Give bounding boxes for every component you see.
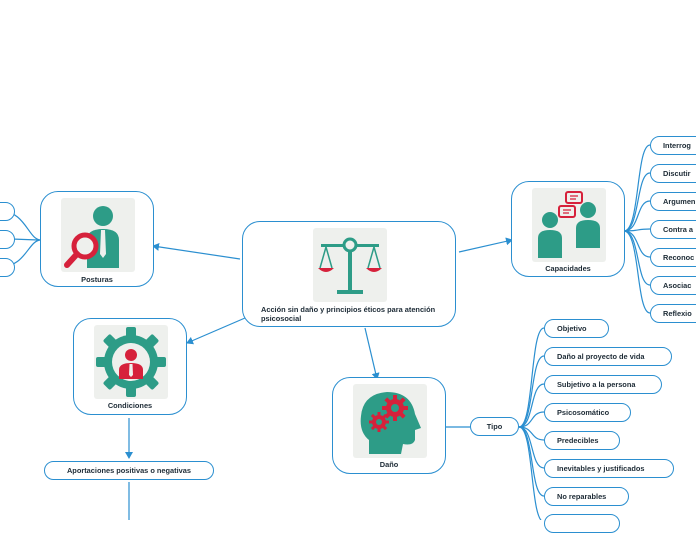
- capacidades-item-reconoc[interactable]: Reconoc: [650, 248, 696, 267]
- dano-item-psicosomatico[interactable]: Psicosomático: [544, 403, 631, 422]
- central-topic[interactable]: Acción sin daño y principios éticos para…: [242, 221, 456, 327]
- gear-person-icon: [94, 325, 168, 399]
- condiciones-child-aportaciones[interactable]: Aportaciones positivas o negativas: [44, 461, 214, 480]
- dano-tipo[interactable]: Tipo: [470, 417, 519, 436]
- capacidades-item-argumen[interactable]: Argumen: [650, 192, 696, 211]
- dano-item-subjetivo[interactable]: Subjetivo a la persona: [544, 375, 662, 394]
- dano-label: Daño: [379, 460, 399, 469]
- capacidades-item-discutir[interactable]: Discutir: [650, 164, 696, 183]
- capacidades-item-contra[interactable]: Contra a: [650, 220, 696, 239]
- condiciones-label: Condiciones: [107, 401, 153, 410]
- magnifier-person-icon: [61, 198, 135, 272]
- capacidades-label: Capacidades: [545, 264, 591, 273]
- posturas-child-2[interactable]: [0, 230, 15, 249]
- capacidades-item-reflexio[interactable]: Reflexio: [650, 304, 696, 323]
- capacidades-item-interrog[interactable]: Interrog: [650, 136, 696, 155]
- capacidades-item-asociac[interactable]: Asociac: [650, 276, 696, 295]
- posturas-child-3[interactable]: [0, 258, 15, 277]
- dano-item-inevitables[interactable]: Inevitables y justificados: [544, 459, 674, 478]
- dano-item-partial[interactable]: [544, 514, 620, 533]
- node-condiciones[interactable]: Condiciones: [73, 318, 187, 415]
- node-dano[interactable]: Daño: [332, 377, 446, 474]
- node-capacidades[interactable]: Capacidades: [511, 181, 625, 277]
- balance-scale-icon: [313, 228, 387, 302]
- node-posturas[interactable]: Posturas: [40, 191, 154, 287]
- posturas-child-1[interactable]: [0, 202, 15, 221]
- central-title: Acción sin daño y principios éticos para…: [261, 305, 436, 323]
- dano-item-no-reparables[interactable]: No reparables: [544, 487, 629, 506]
- posturas-label: Posturas: [81, 275, 113, 284]
- dano-item-predecibles[interactable]: Predecibles: [544, 431, 620, 450]
- dialogue-people-icon: [532, 188, 606, 262]
- head-gears-icon: [353, 384, 427, 458]
- dano-item-proyecto-de-vida[interactable]: Daño al proyecto de vida: [544, 347, 672, 366]
- connector-lines: [0, 144, 651, 520]
- dano-item-objetivo[interactable]: Objetivo: [544, 319, 609, 338]
